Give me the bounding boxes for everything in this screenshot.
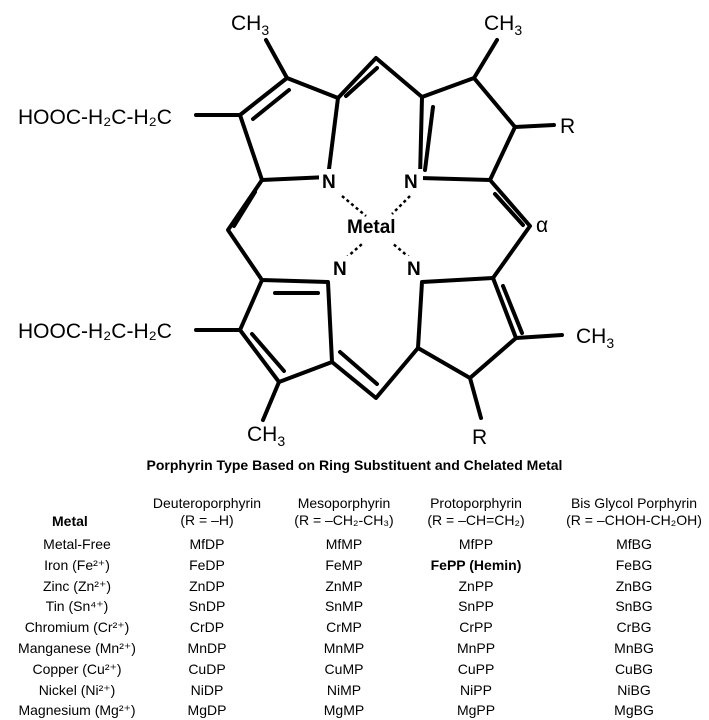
bond-r-lower (468, 376, 483, 420)
table-cell: ZnDP (189, 577, 225, 594)
column-header: Protoporphyrin(R = –CH=CH₂) (401, 495, 551, 529)
porphyrin-type-name: Protoporphyrin (430, 495, 522, 511)
table-cell: MgBG (614, 702, 654, 719)
table-cell: MfDP (189, 536, 225, 552)
table-cell: SnBG (615, 598, 653, 615)
alpha-label: α (536, 214, 548, 237)
table-cell: ZnPP (458, 577, 494, 594)
table-cell: ZnMP (325, 577, 363, 594)
table-cell: NiBG (617, 681, 651, 698)
table-cell: MgMP (323, 702, 365, 719)
coordination-bond-upper-left (341, 195, 367, 217)
table-cell: CuBG (614, 660, 654, 677)
bond-right-methyl (514, 333, 564, 340)
table-cell: FeDP (189, 556, 225, 573)
r-group-upper: R (560, 115, 575, 138)
substituent-definition: (R = –CH=CH₂) (427, 512, 525, 528)
porphyrin-type-name: Deuteroporphyrin (152, 495, 262, 511)
pyrrole-upper-right (418, 76, 517, 182)
table-cell: MfMP (325, 536, 363, 552)
table-cell: FeBG (615, 556, 653, 573)
methyl-top-right: CH3 (484, 12, 522, 38)
substituent-definition: (R = –H) (180, 512, 234, 528)
table-cell: FeMP (325, 556, 363, 573)
porphyrin-type-name: Mesoporphyrin (297, 495, 391, 511)
methyl-bottom: CH3 (247, 423, 285, 449)
table-cell: CuDP (188, 660, 226, 677)
bond-top-left-methyl (264, 38, 289, 80)
table-cell: MnBG (614, 640, 654, 656)
nitrogen-upper-right: N (404, 172, 418, 193)
propionic-chain-upper: HOOC-H₂C-H₂C (18, 106, 172, 129)
metal-row-label: Magnesium (Mg²⁺) (18, 702, 136, 719)
substituent-definition: (R = –CHOH-CH₂OH) (566, 512, 702, 528)
metal-row-label: Manganese (Mn²⁺) (18, 640, 136, 656)
nitrogen-lower-left: N (333, 259, 347, 280)
bond-r-upper (513, 123, 556, 129)
coordination-bond-lower-right (391, 242, 411, 259)
propionic-chain-lower: HOOC-H₂C-H₂C (18, 320, 172, 343)
metal-row-label: Tin (Sn⁴⁺) (45, 598, 109, 615)
porphyrin-type-name: Bis Glycol Porphyrin (570, 495, 698, 511)
table-cell: MnPP (456, 640, 496, 656)
bond-top-right-methyl (472, 38, 499, 80)
pyrrole-lower-right (416, 276, 518, 380)
metal-row-label: Iron (Fe²⁺) (44, 556, 110, 573)
table-cell: FePP (Hemin) (430, 556, 522, 573)
table-cell: MfBG (616, 536, 652, 552)
table-cell: ZnBG (615, 577, 653, 594)
nitrogen-lower-right: N (407, 259, 421, 280)
table-cell: CrDP (189, 619, 225, 636)
meso-bridge-top (336, 56, 424, 100)
nitrogen-upper-left: N (322, 172, 336, 193)
table-cell: NiMP (326, 681, 362, 698)
methyl-top-left: CH3 (231, 12, 269, 38)
table-cell: MfPP (458, 536, 494, 552)
substituent-definition: (R = –CH₂-CH₃) (294, 512, 394, 528)
table-cell: MnDP (187, 640, 227, 656)
metal-row-label: Metal-Free (43, 536, 111, 552)
metal-row-label: Copper (Cu²⁺) (32, 660, 122, 677)
table-cell: CrBG (616, 619, 652, 636)
pyrrole-lower-left (238, 278, 334, 384)
table-cell: MnMP (323, 640, 365, 656)
table-cell: MgDP (187, 702, 227, 719)
pyrrole-upper-left (238, 76, 340, 182)
methyl-right: CH3 (576, 325, 614, 351)
metal-center-label: Metal (347, 217, 396, 238)
column-header: Deuteroporphyrin(R = –H) (132, 495, 282, 529)
bond-bottom-methyl (261, 380, 281, 422)
porphyrin-structure: N N N N Metal CH3 CH3 CH3 CH3 R R α HOOC… (18, 12, 614, 449)
table-cell: CuMP (324, 660, 364, 677)
table-cell: NiDP (190, 681, 224, 698)
table-cell: SnPP (458, 598, 494, 615)
table-cell: MgPP (456, 702, 496, 719)
coordination-bond-upper-right (391, 195, 411, 215)
table-cell: CrPP (459, 619, 493, 636)
meso-bridge-right (488, 178, 532, 280)
r-group-lower: R (472, 426, 487, 449)
column-header: Bis Glycol Porphyrin(R = –CHOH-CH₂OH) (559, 495, 709, 529)
column-header: Mesoporphyrin(R = –CH₂-CH₃) (269, 495, 419, 529)
coordination-bond-lower-left (345, 243, 363, 259)
metal-row-label: Zinc (Zn²⁺) (42, 577, 112, 594)
table-cell: CrMP (326, 619, 362, 636)
metal-column-header: Metal (52, 513, 88, 529)
table-caption: Porphyrin Type Based on Ring Substituent… (146, 457, 563, 473)
metal-row-label: Nickel (Ni²⁺) (38, 681, 116, 698)
meso-bridge-bottom (330, 346, 420, 400)
table-cell: NiPP (460, 681, 492, 698)
table-cell: SnMP (324, 598, 364, 615)
table-cell: CuPP (457, 660, 495, 677)
meso-bridge-left (226, 178, 264, 282)
metal-row-label: Chromium (Cr²⁺) (24, 619, 130, 636)
table-cell: SnDP (188, 598, 226, 615)
